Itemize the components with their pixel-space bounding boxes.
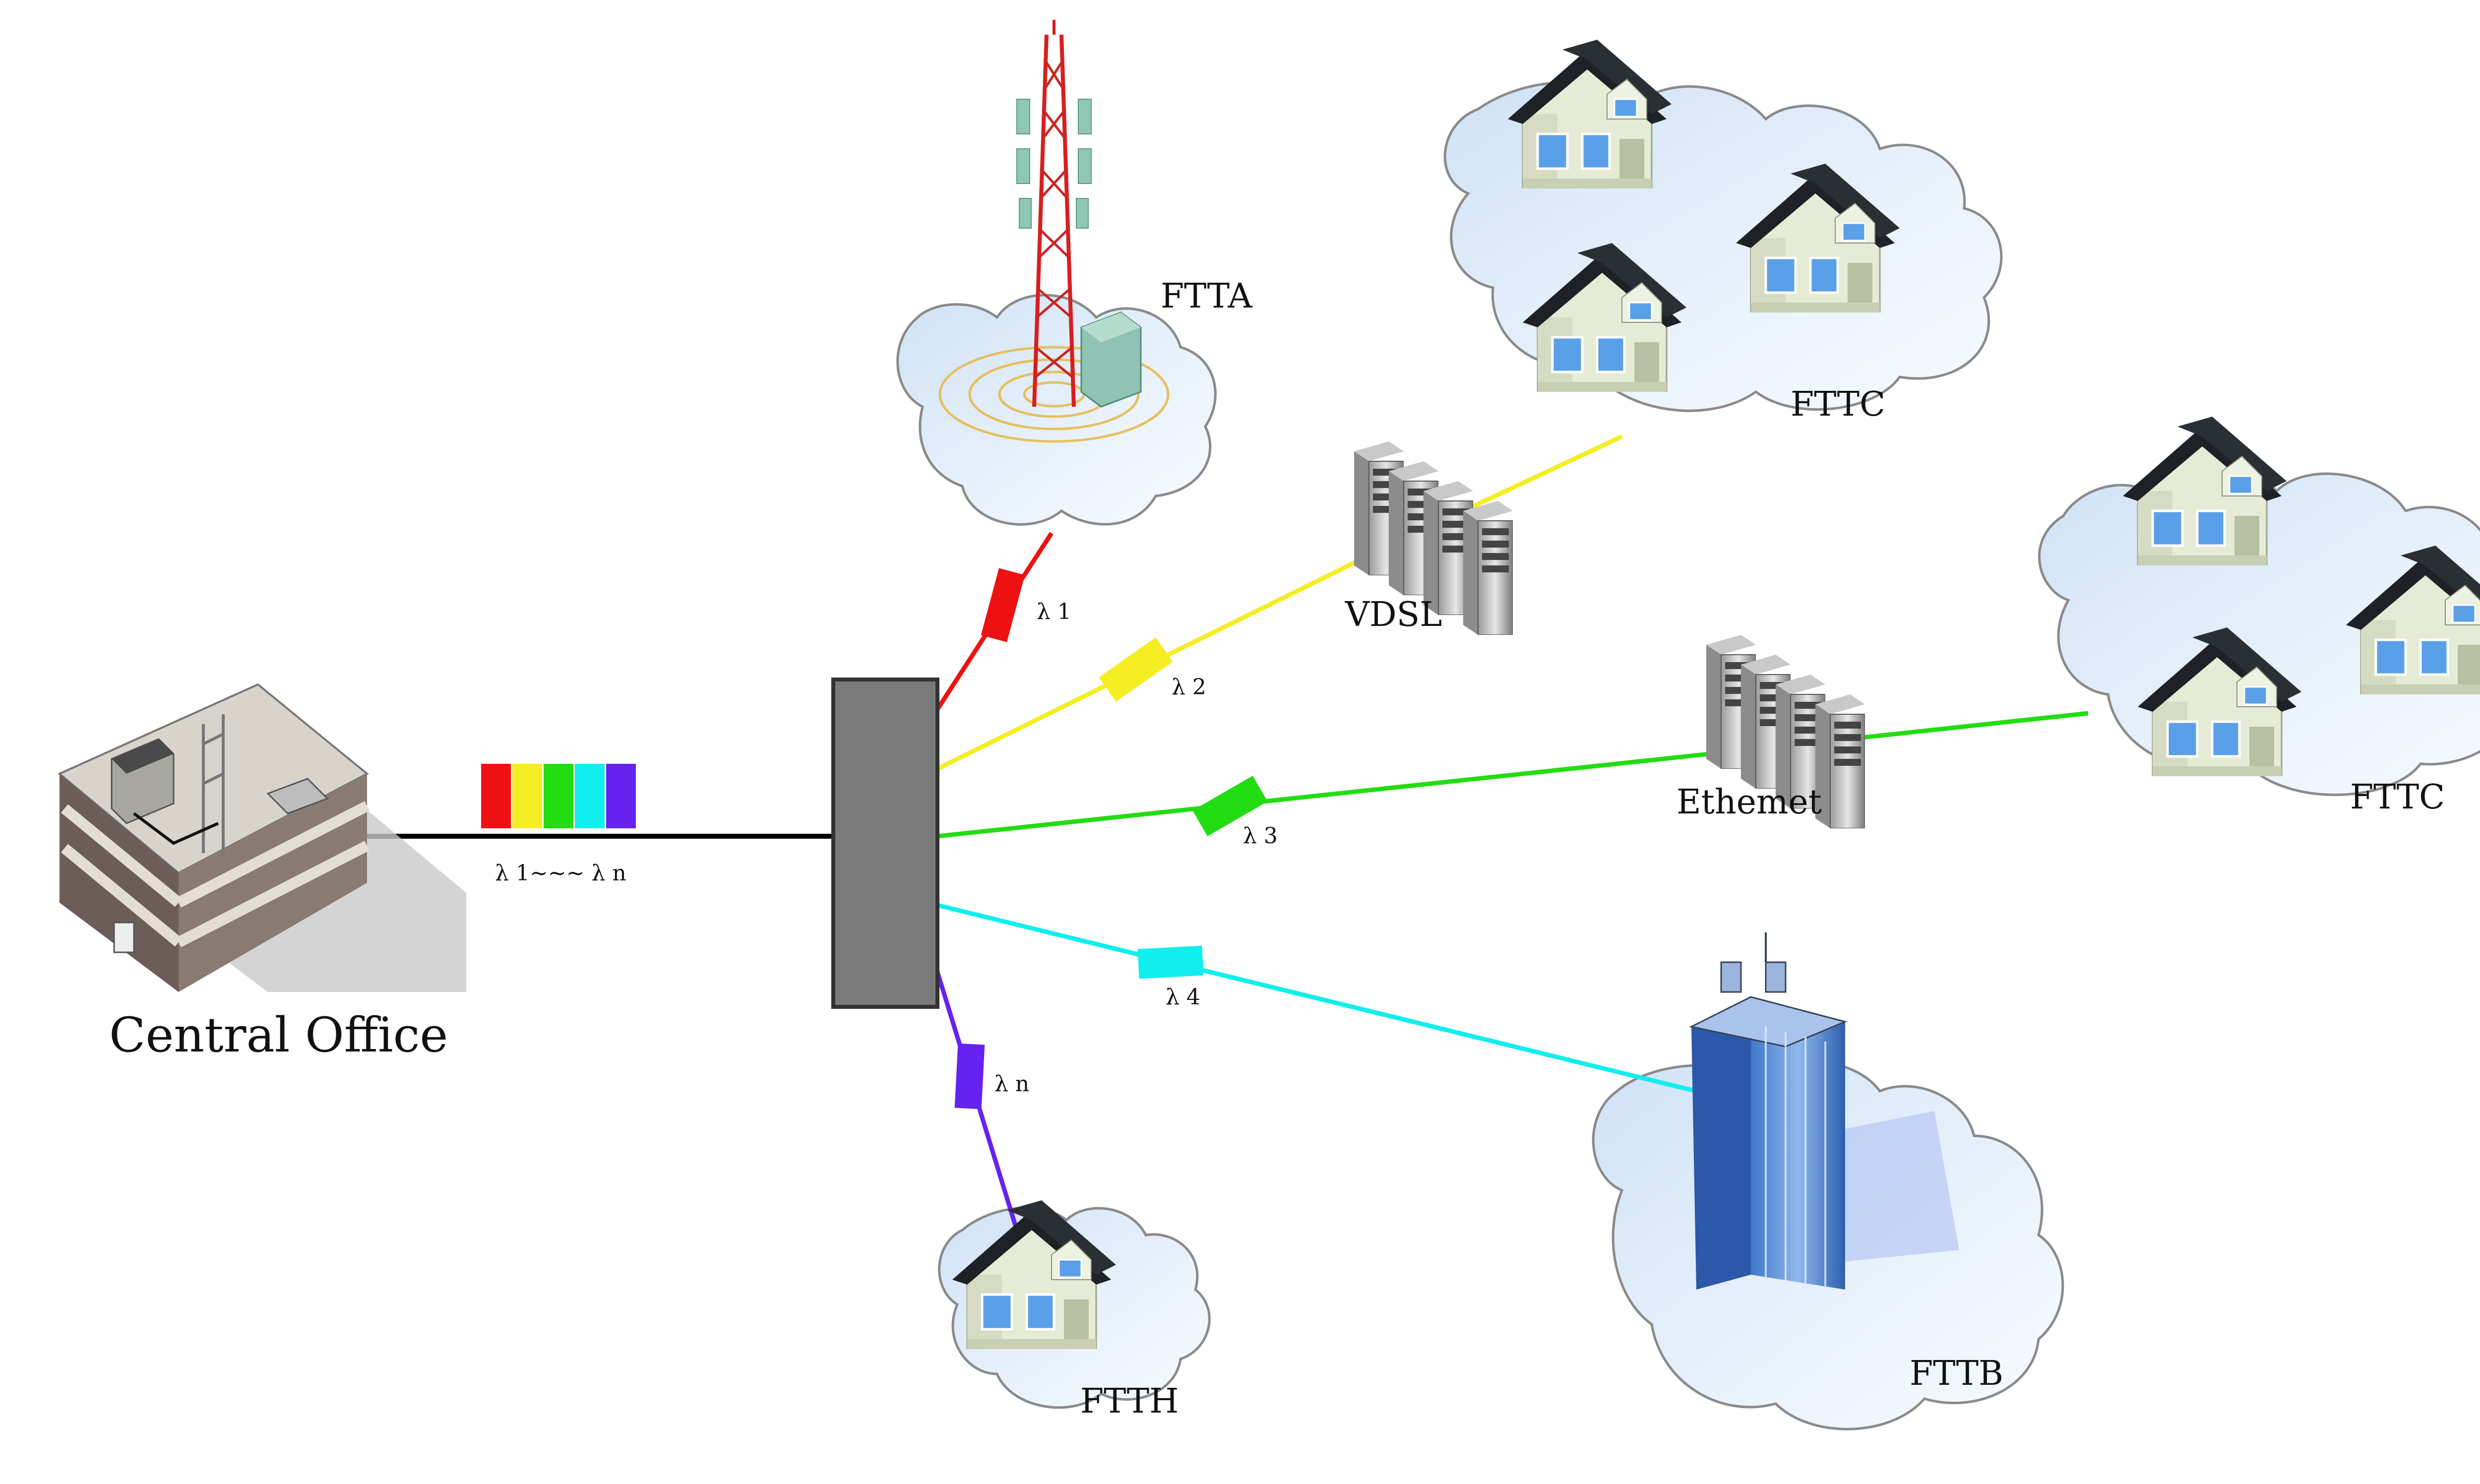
fiber-line-lambda-4 <box>936 903 1697 1094</box>
fttc-right-label: FTTC <box>2350 778 2445 817</box>
fttc-top-label: FTTC <box>1791 385 1885 424</box>
fiber-line-lambda-3 <box>937 711 2089 839</box>
office-tower-icon <box>1689 932 1959 1290</box>
house-icon <box>2123 417 2287 565</box>
wdm-strip-segment <box>481 764 511 828</box>
lambda-2-label: λ 2 <box>1172 675 1206 700</box>
optical-splitter-box <box>831 678 939 1009</box>
ftth-label: FTTH <box>1080 1382 1178 1421</box>
lambda-3-label: λ 3 <box>1243 823 1278 849</box>
ethernet-label: Ethemet <box>1676 783 1822 822</box>
vdsl-label: VDSL <box>1345 595 1442 634</box>
connector-lambda-3 <box>1192 776 1268 836</box>
wdm-color-strip <box>481 764 636 828</box>
wdm-strip-segment <box>575 764 605 828</box>
lambda-1-label: λ 1 <box>1037 599 1071 624</box>
lambda-4-label: λ 4 <box>1166 985 1200 1010</box>
wdm-strip-segment <box>544 764 573 828</box>
central-office-building-icon <box>58 683 466 992</box>
fttb-label: FTTB <box>1910 1354 2003 1393</box>
connector-lambda-n <box>954 1043 985 1110</box>
wdm-range-label: λ 1~~~ λ n <box>495 861 626 886</box>
connector-lambda-2 <box>1099 637 1173 702</box>
connector-lambda-1 <box>981 568 1025 642</box>
house-icon <box>1508 40 1672 188</box>
lambda-n-label: λ n <box>994 1071 1029 1097</box>
cell-tower-icon <box>938 20 1170 443</box>
wdm-strip-segment <box>512 764 542 828</box>
wdm-strip-segment <box>606 764 636 828</box>
connector-lambda-4 <box>1137 945 1204 979</box>
central-office-label: Central Office <box>109 1007 448 1063</box>
ftta-label: FTTA <box>1161 277 1252 316</box>
